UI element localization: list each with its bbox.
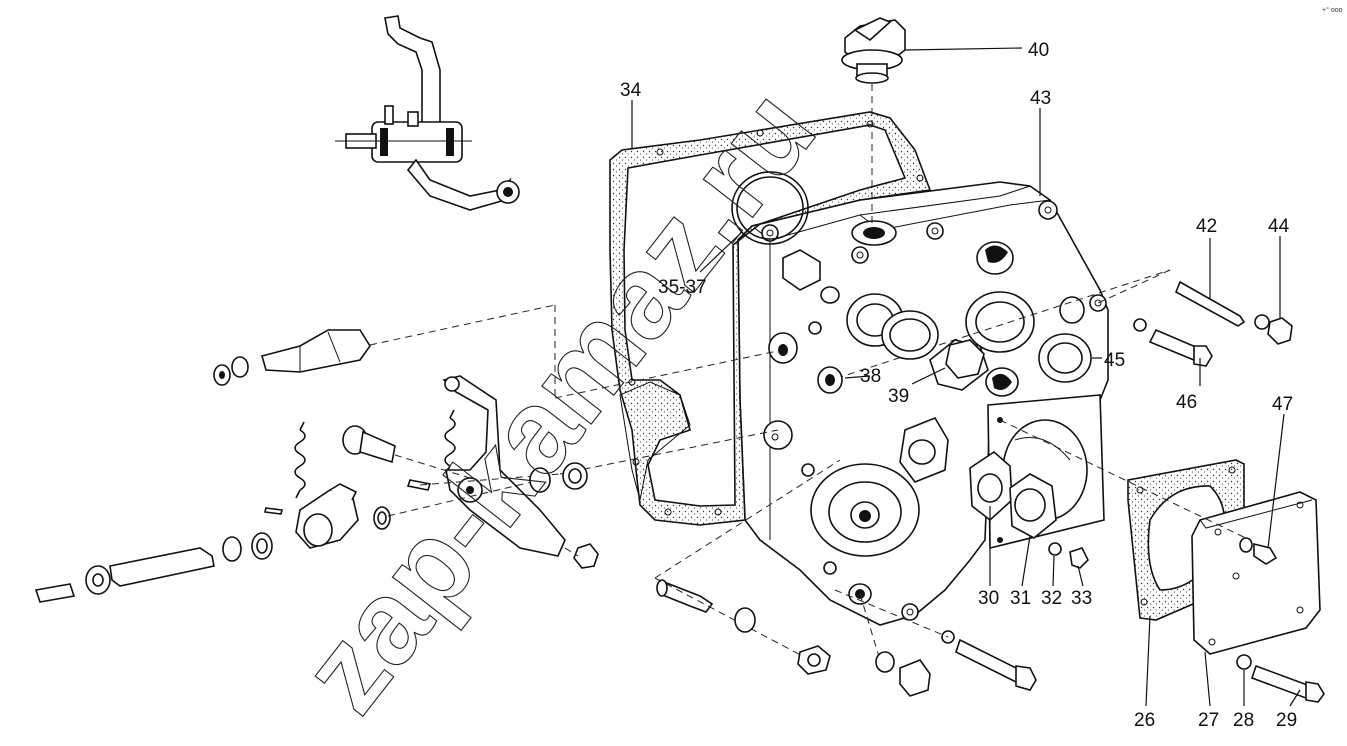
callout-34: 34	[620, 80, 642, 101]
washer-32	[1048, 542, 1062, 556]
callout-27: 27	[1198, 710, 1219, 731]
callout-38: 38	[860, 366, 881, 387]
washer-46	[1133, 318, 1147, 332]
pin	[406, 479, 432, 491]
plug-45	[1038, 333, 1092, 383]
adjusting-screw	[656, 579, 714, 613]
nut-44	[1267, 317, 1293, 345]
callout-29: 29	[1276, 710, 1297, 731]
filler-cap	[841, 17, 906, 84]
plug-39	[929, 339, 989, 391]
callout-28: 28	[1233, 710, 1254, 731]
callout-40: 40	[1028, 40, 1049, 61]
callout-47: 47	[1272, 394, 1293, 415]
selector-lever	[442, 375, 566, 557]
callout-39: 39	[888, 386, 909, 407]
callout-43: 43	[1030, 88, 1051, 109]
o-ring-35-37	[731, 171, 809, 245]
spring-left	[294, 421, 306, 499]
washer-28	[1236, 654, 1252, 670]
seal-ring	[529, 467, 551, 493]
corner-mark: +° ooo	[1322, 6, 1343, 14]
callout-42: 42	[1196, 216, 1217, 237]
main-shaft	[34, 532, 273, 603]
nut-left	[573, 543, 599, 569]
stud-42	[1174, 280, 1246, 327]
bolt-29	[1250, 664, 1325, 703]
callout-labels: 40 34 43 42 44 35-37 45 38 39 46 47 30 3…	[620, 40, 1297, 731]
screw-33	[1069, 547, 1089, 569]
shift-lever-inset	[335, 15, 520, 211]
washer-lower	[734, 607, 756, 633]
drain-plug	[899, 659, 931, 697]
callout-33: 33	[1071, 588, 1092, 609]
callout-26: 26	[1134, 710, 1155, 731]
callout-35-37: 35-37	[658, 277, 707, 298]
bolt-46	[1148, 328, 1213, 367]
callout-44: 44	[1268, 216, 1290, 237]
callout-45: 45	[1104, 350, 1125, 371]
callout-46: 46	[1176, 392, 1197, 413]
bolt-lower-middle	[941, 630, 1037, 691]
callout-31: 31	[1010, 588, 1031, 609]
cover-plate-27	[1191, 491, 1321, 655]
bolt-screw	[342, 425, 396, 464]
screw-47	[1239, 537, 1278, 565]
housing-gasket	[609, 111, 932, 526]
leader-lines	[631, 47, 1301, 707]
shift-fork-shaft	[213, 329, 371, 386]
key	[264, 507, 283, 515]
gearbox-housing	[737, 181, 1109, 626]
selector-finger	[295, 483, 359, 549]
callout-32: 32	[1041, 588, 1062, 609]
cover-31	[1009, 473, 1057, 539]
plug-38	[881, 310, 939, 360]
callout-30: 30	[978, 588, 999, 609]
drain-seal	[875, 651, 895, 673]
